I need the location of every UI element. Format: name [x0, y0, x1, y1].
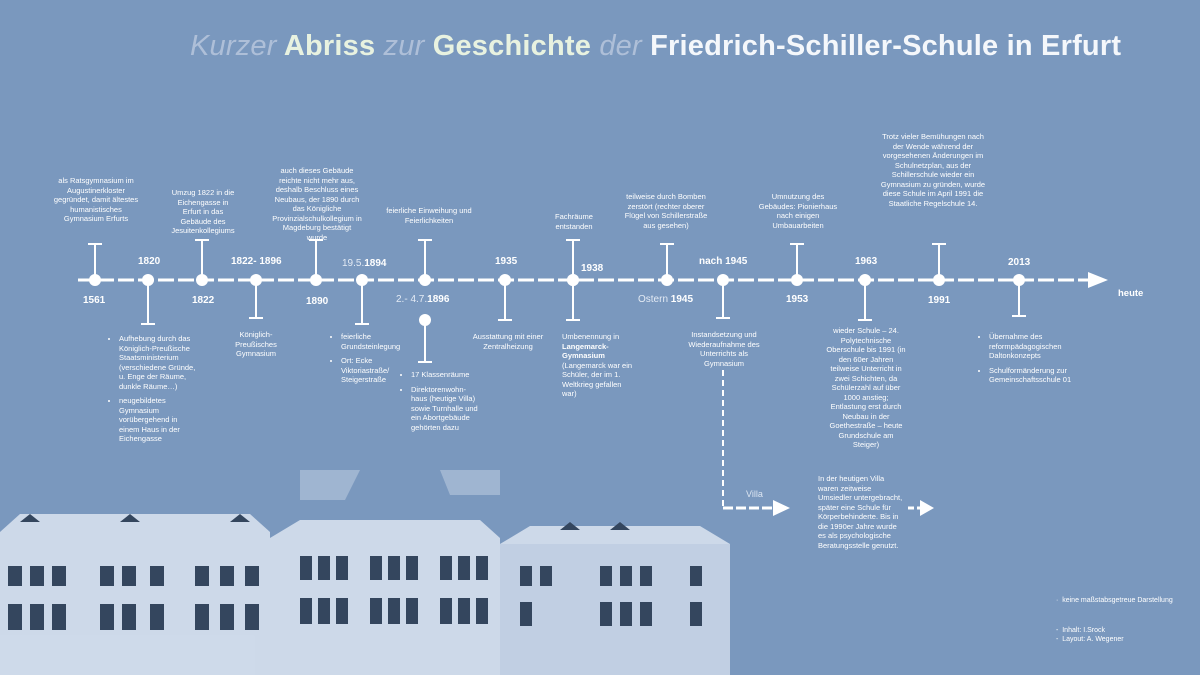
note-1953: Umnutzung des Gebäudes: Pionierhaus nach… [758, 192, 838, 230]
year-2013: 2013 [1008, 257, 1031, 268]
note-1890: auch dieses Gebäude reichte nicht mehr a… [272, 166, 362, 242]
note-1938-bold: Langemarck-Gymnasium [562, 341, 609, 361]
title-word-zur: zur [383, 30, 425, 62]
scale-note: · keine maßstabsgetreue Darstellung [1056, 597, 1173, 604]
year-1953: 1953 [786, 294, 809, 305]
timeline-node-ostern-1945 [661, 274, 673, 286]
year-1896-value: 1896 [427, 294, 450, 305]
title-school-name: Friedrich-Schiller-Schule in Erfurt [650, 30, 1122, 62]
year-1894: 19.5.1894 [342, 258, 387, 269]
timeline-arrowhead [1088, 272, 1108, 288]
school-building-illustration [0, 470, 730, 675]
title-word-geschichte: Geschichte [432, 30, 592, 62]
note-1896-item: Direktorenwohn-haus (heutige Villa) sowi… [411, 385, 482, 433]
note-ostern-1945: teilweise durch Bomben zerstört (rechter… [624, 192, 708, 230]
note-1820: Aufhebung durch das Königlich-Preußische… [110, 334, 198, 449]
note-1938-pre: Umbenennung in [562, 332, 620, 341]
note-2013-item: Übernahme des reformpädagogischen Dalton… [989, 332, 1076, 361]
year-1822: 1822 [192, 295, 215, 306]
timeline-node-1953 [791, 274, 803, 286]
timeline-node-1820 [142, 274, 154, 286]
note-1561: als Ratsgymnasium im Augustinerkloster g… [53, 176, 139, 223]
year-1938: 1938 [581, 263, 604, 274]
title-word-abriss: Abriss [283, 30, 376, 62]
timeline-node-1894 [356, 274, 368, 286]
timeline-node-1822 [196, 274, 208, 286]
timeline-node-1935 [499, 274, 511, 286]
note-1935: Ausstattung mit einer Zentralheizung [472, 332, 544, 351]
year-1890: 1890 [306, 296, 329, 307]
year-1896: 2.- 4.7.1896 [396, 294, 449, 305]
timeline-end-label: heute [1118, 288, 1144, 299]
note-1820-item: Aufhebung durch das Königlich-Preußische… [119, 334, 198, 391]
timeline-node-2013 [1013, 274, 1025, 286]
note-2013-item: Schulformänderung zur Gemeinschaftsschul… [989, 366, 1076, 385]
note-1896-below: 17 Klassenräume Direktorenwohn-haus (heu… [402, 370, 482, 437]
note-1822: Umzug 1822 in die Eichengasse in Erfurt … [171, 188, 235, 235]
villa-label: Villa [746, 489, 763, 499]
note-1894: feierliche Grundsteinlegung Ort: Ecke Vi… [332, 332, 408, 390]
credit-layout-text: Layout: A. Wegener [1062, 636, 1124, 643]
year-1963: 1963 [855, 256, 878, 267]
year-1945-value: 1945 [670, 294, 694, 305]
note-2013: Übernahme des reformpädagogischen Dalton… [980, 332, 1076, 390]
note-1822-1896: Königlich-Preußisches Gymnasium [235, 330, 277, 358]
year-1896-prefix: 2.- 4.7. [396, 294, 428, 305]
timeline-node-1896-below [419, 314, 431, 326]
title-word-kurzer: Kurzer [190, 30, 277, 62]
poster-title: Kurzer Abriss zur Geschichte der Friedri… [190, 30, 1121, 63]
note-1938-above: Fachräume entstanden [555, 212, 593, 231]
note-1820-item: neugebildetes Gymnasium vorübergehend in… [119, 396, 198, 444]
year-1935: 1935 [495, 256, 518, 267]
credit-content-text: Inhalt: I.Srock [1062, 627, 1106, 634]
note-1963: wieder Schule – 24. Polytechnische Obers… [826, 326, 906, 449]
year-1991: 1991 [928, 295, 951, 306]
credit-content: - Inhalt: I.Srock [1056, 627, 1106, 634]
timeline-node-1963 [859, 274, 871, 286]
year-1894-value: 1894 [364, 258, 387, 269]
timeline-node-1561 [89, 274, 101, 286]
timeline-node-1991 [933, 274, 945, 286]
timeline-node-1822-1896 [250, 274, 262, 286]
year-1822-1896: 1822- 1896 [231, 256, 282, 267]
credit-layout: - Layout: A. Wegener [1056, 636, 1124, 643]
timeline-node-nach-1945 [717, 274, 729, 286]
note-1938-below: Umbenennung in Langemarck-Gymnasium (Lan… [562, 332, 634, 399]
timeline-node-1896 [419, 274, 431, 286]
note-1896-above: feierliche Einweihung und Feierlichkeite… [386, 206, 472, 225]
villa-note: In der heutigen Villa waren zeitweise Um… [818, 474, 903, 550]
note-1938-post: (Langemarck war ein Schüler, der im 1. W… [562, 360, 633, 399]
year-1561: 1561 [83, 295, 106, 306]
year-nach-1945: nach 1945 [699, 256, 748, 267]
timeline-node-1938-b [567, 274, 579, 286]
year-ostern-1945: Ostern 1945 [638, 294, 693, 305]
note-1894-item: Ort: Ecke Viktoriastraße/ Steigerstraße [341, 356, 408, 385]
timeline-node-1890 [310, 274, 322, 286]
year-1820: 1820 [138, 256, 161, 267]
note-nach-1945: Instandsetzung und Wiederaufnahme des Un… [688, 330, 760, 368]
note-1894-item: feierliche Grundsteinlegung [341, 332, 408, 351]
villa-continue-arrowhead [920, 500, 934, 516]
note-1991: Trotz vieler Bemühungen nach der Wende w… [880, 132, 986, 208]
year-1945-prefix: Ostern [638, 294, 671, 305]
note-1896-item: 17 Klassenräume [411, 370, 482, 380]
title-word-der: der [599, 30, 642, 62]
villa-branch-arrowhead [773, 500, 790, 516]
scale-note-text: keine maßstabsgetreue Darstellung [1062, 597, 1173, 604]
year-1894-prefix: 19.5. [342, 258, 365, 269]
